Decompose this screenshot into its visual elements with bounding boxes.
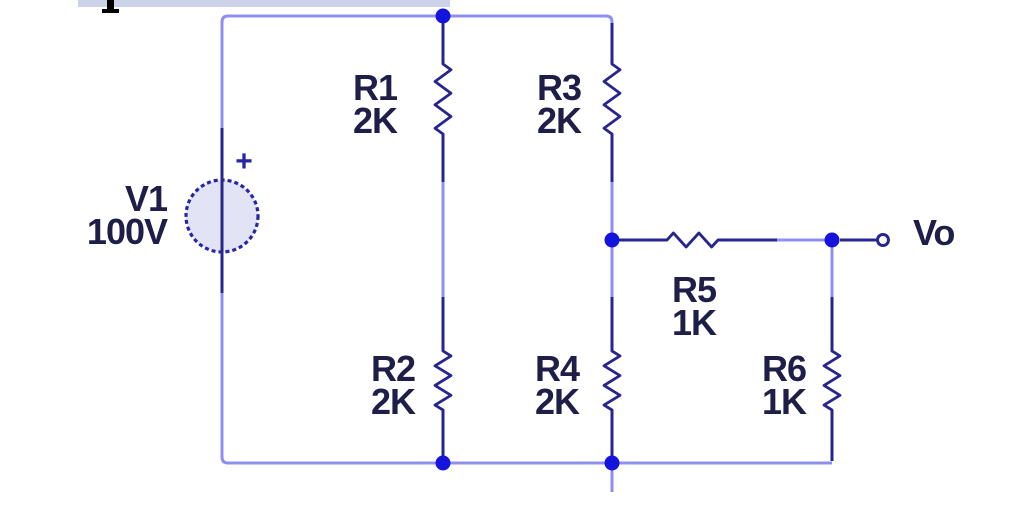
r4-label[interactable]: R4 2K bbox=[534, 348, 580, 422]
r2-name: R2 bbox=[370, 348, 416, 389]
r1-value: 2K bbox=[352, 100, 398, 141]
r2-label[interactable]: R2 2K bbox=[370, 348, 416, 422]
r6-value: 1K bbox=[761, 381, 807, 422]
vo-text: Vo bbox=[913, 212, 955, 253]
junction-dot-vo bbox=[824, 232, 840, 248]
resistor-r6-symbol[interactable] bbox=[822, 349, 842, 412]
vo-label[interactable]: Vo bbox=[913, 212, 955, 253]
resistor-r1-symbol[interactable] bbox=[433, 62, 453, 136]
r2-value: 2K bbox=[370, 381, 416, 422]
polarity-plus-icon: + bbox=[235, 145, 253, 178]
selection-highlight-bar bbox=[78, 0, 450, 7]
r6-name: R6 bbox=[761, 348, 807, 389]
resistor-r3-symbol[interactable] bbox=[602, 62, 622, 136]
junction-dot-node bbox=[604, 232, 620, 248]
cropped-text-fragment bbox=[107, 0, 114, 10]
r4-name: R4 bbox=[534, 348, 580, 389]
junction-dot-bottom-right bbox=[604, 455, 620, 471]
v1-label[interactable]: V1 100V bbox=[86, 178, 168, 252]
r6-label[interactable]: R6 1K bbox=[761, 348, 807, 422]
r4-value: 2K bbox=[534, 381, 580, 422]
r5-label[interactable]: R5 1K bbox=[671, 269, 717, 343]
r3-value: 2K bbox=[536, 100, 582, 141]
r3-name: R3 bbox=[536, 67, 582, 108]
cropped-text-fragment-serif bbox=[102, 9, 119, 13]
junction-dot-top bbox=[435, 8, 451, 24]
v1-value: 100V bbox=[86, 211, 168, 252]
r5-name: R5 bbox=[671, 269, 717, 310]
v1-name: V1 bbox=[124, 178, 168, 219]
wire-bottom-rail[interactable] bbox=[220, 293, 832, 465]
junction-dot-bottom-left bbox=[435, 455, 451, 471]
vo-terminal-pin[interactable] bbox=[876, 233, 890, 247]
r1-label[interactable]: R1 2K bbox=[352, 67, 398, 141]
v1-source-symbol[interactable]: + bbox=[184, 128, 260, 293]
resistor-r4-symbol[interactable] bbox=[602, 349, 622, 412]
resistor-r5-symbol[interactable] bbox=[665, 231, 720, 249]
r5-value: 1K bbox=[671, 302, 717, 343]
wire-top-left-rail[interactable] bbox=[220, 14, 614, 129]
resistor-r2-symbol[interactable] bbox=[433, 349, 453, 412]
r3-label[interactable]: R3 2K bbox=[536, 67, 582, 141]
r1-name: R1 bbox=[352, 67, 398, 108]
